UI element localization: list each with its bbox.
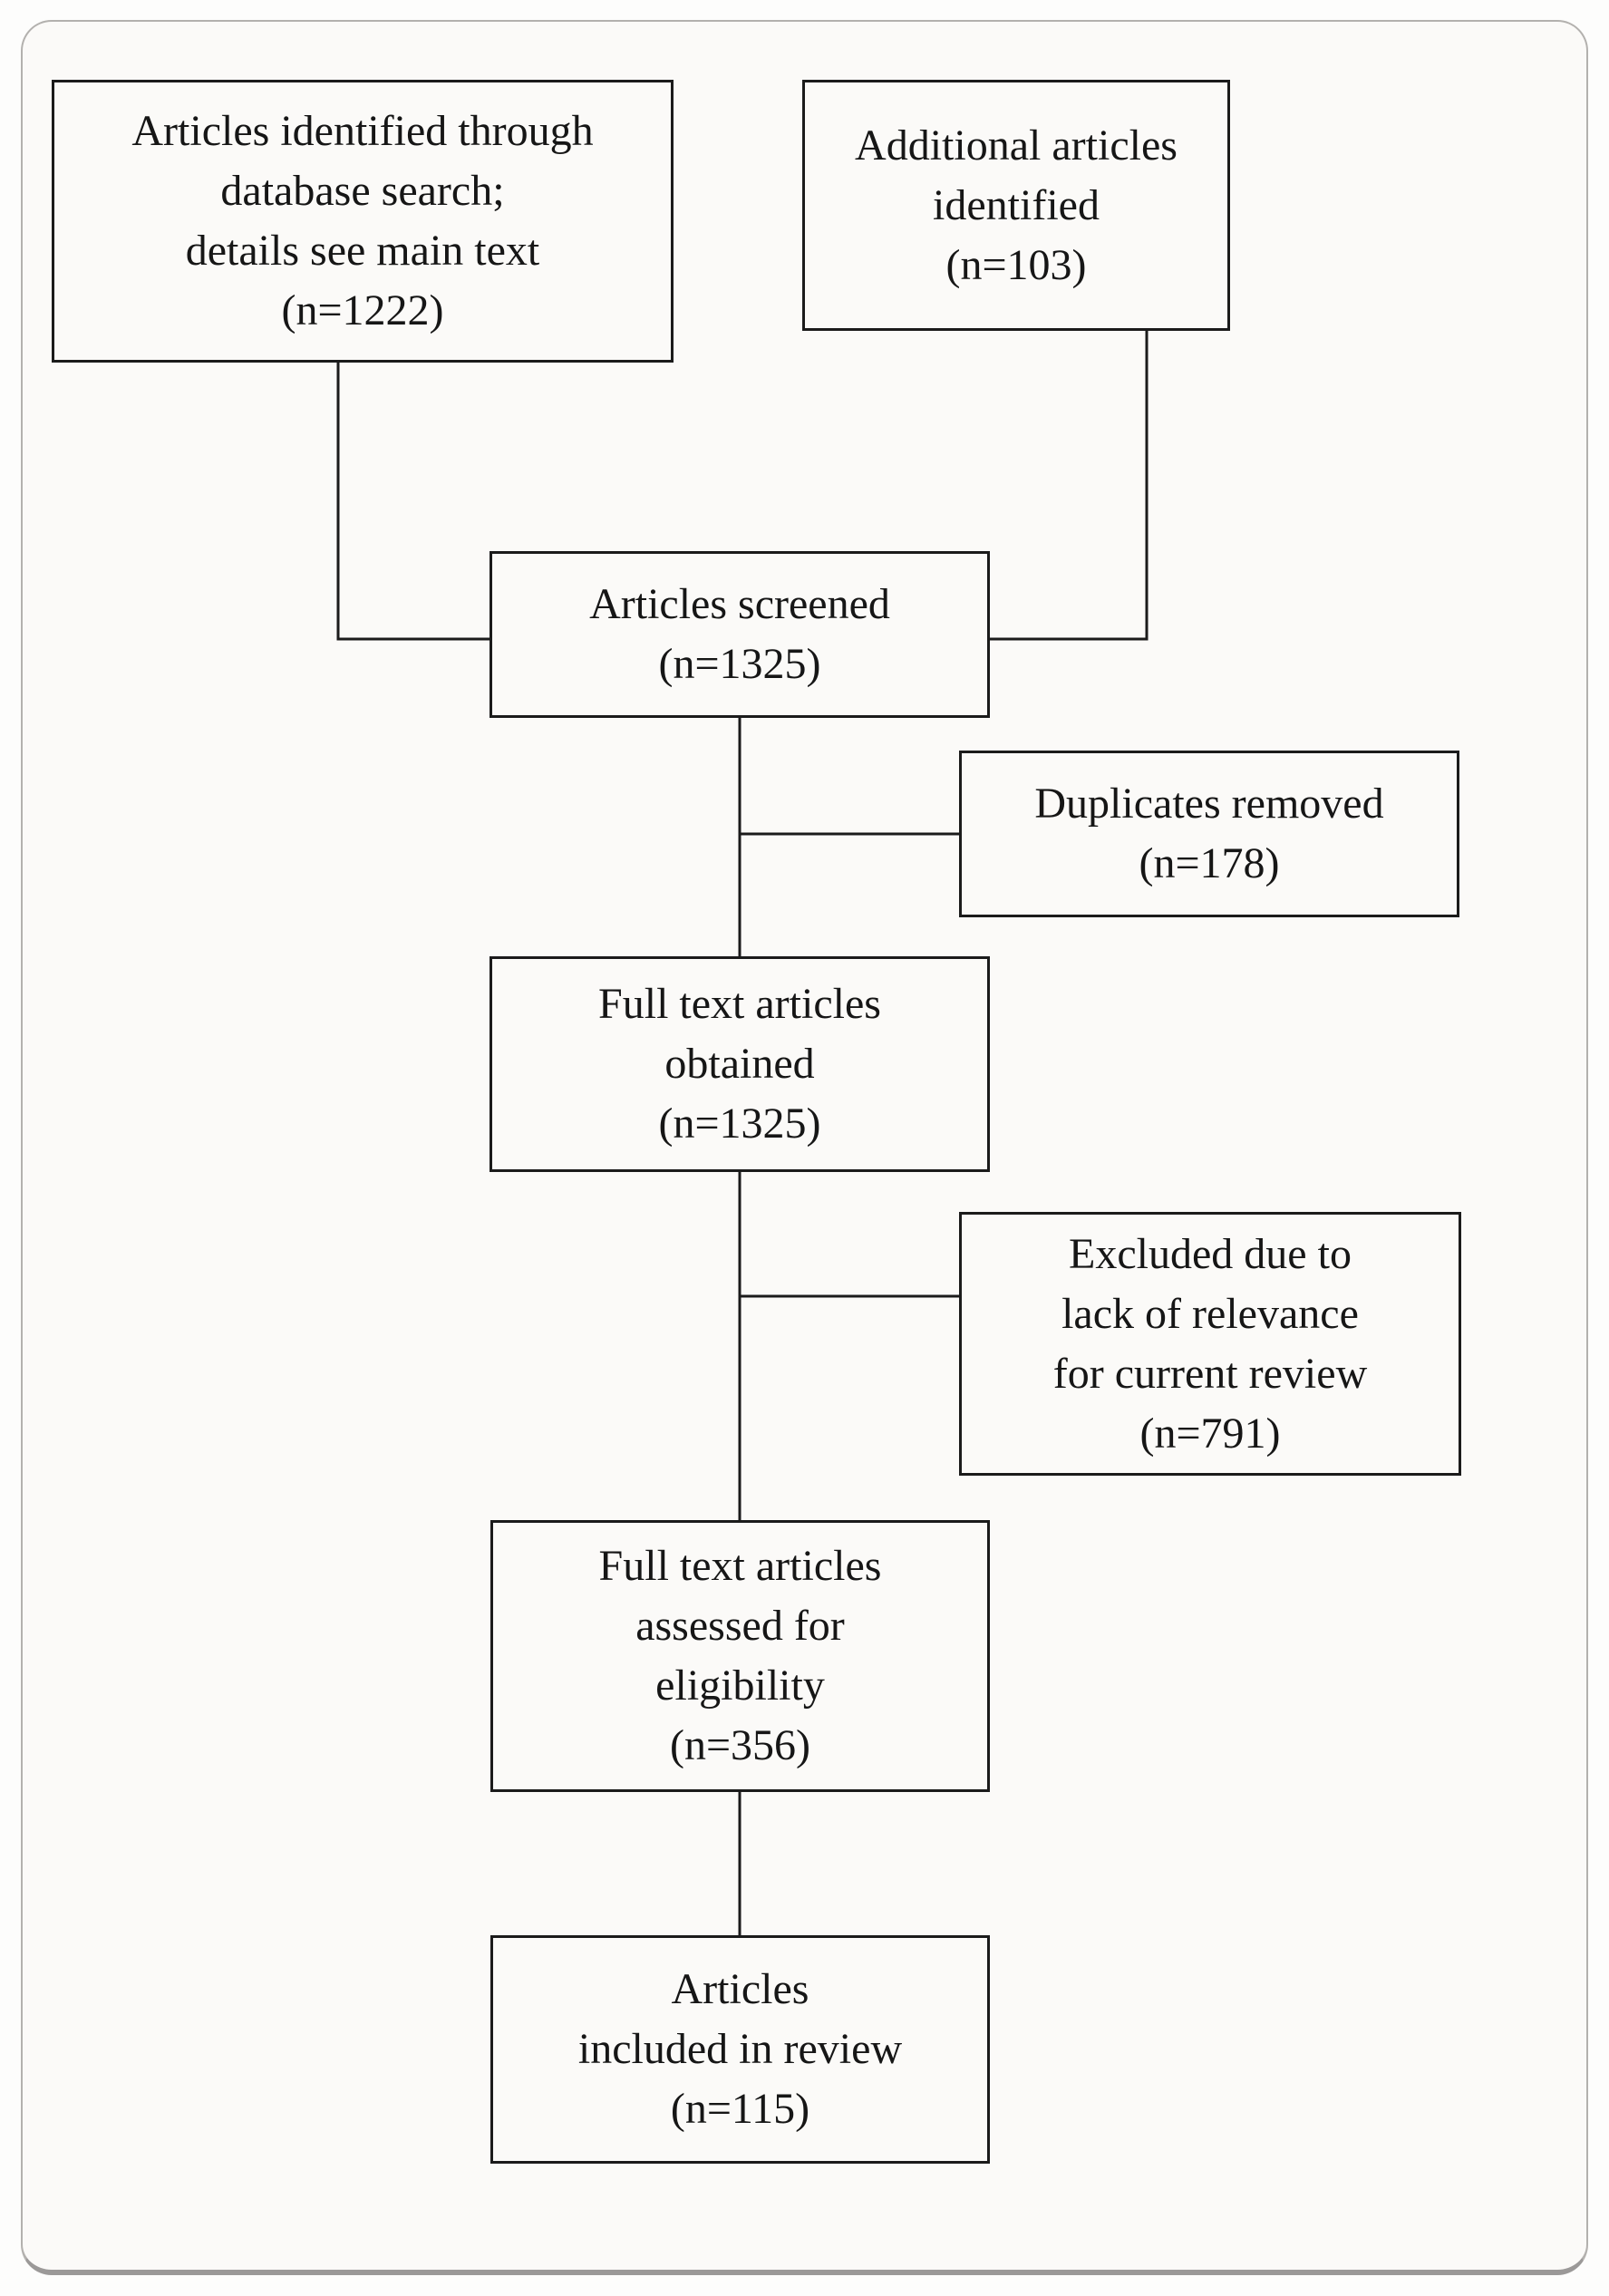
node-fulltext-obtained: Full text articles obtained (n=1325) [489, 956, 990, 1172]
node-included-label: Articles included in review (n=115) [577, 1965, 903, 2133]
node-identified-label: Articles identified through database sea… [131, 107, 594, 334]
node-additional: Additional articles identified (n=103) [802, 80, 1230, 331]
node-identified: Articles identified through database sea… [52, 80, 674, 363]
node-excluded: Excluded due to lack of relevance for cu… [959, 1212, 1461, 1476]
node-screened: Articles screened (n=1325) [489, 551, 990, 718]
edge-identified-to-screened [336, 363, 489, 641]
edge-additional-to-screened [990, 331, 1149, 641]
node-fulltext-assessed: Full text articles assessed for eligibil… [490, 1520, 990, 1792]
node-fulltext-obtained-label: Full text articles obtained (n=1325) [598, 980, 881, 1148]
node-duplicates-removed-label: Duplicates removed (n=178) [1034, 780, 1384, 887]
node-fulltext-assessed-label: Full text articles assessed for eligibil… [598, 1542, 882, 1769]
node-excluded-label: Excluded due to lack of relevance for cu… [1052, 1229, 1368, 1458]
node-screened-label: Articles screened (n=1325) [589, 580, 890, 688]
node-duplicates-removed: Duplicates removed (n=178) [959, 751, 1459, 917]
node-included: Articles included in review (n=115) [490, 1935, 990, 2164]
node-additional-label: Additional articles identified (n=103) [855, 121, 1178, 289]
